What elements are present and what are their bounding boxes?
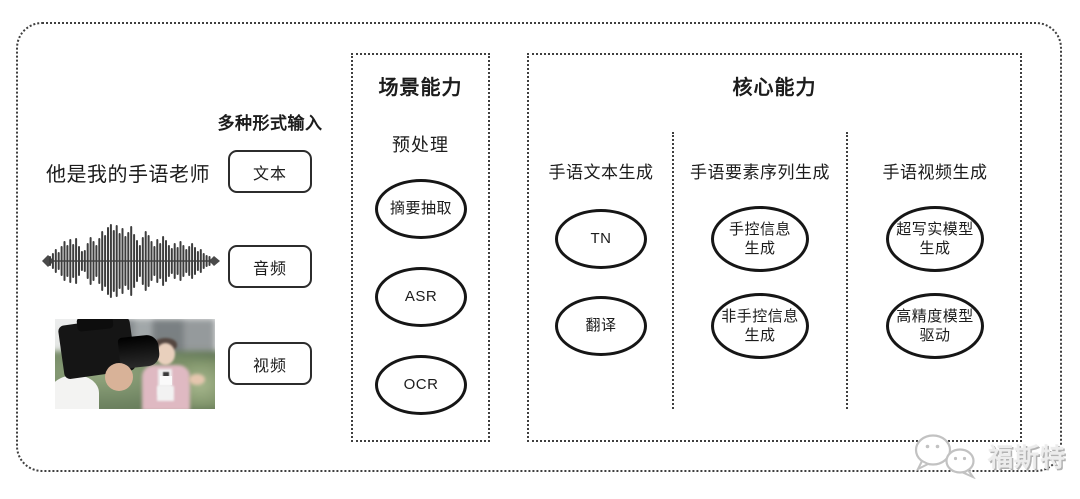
node-label: OCR (403, 376, 439, 394)
node-hyperrealistic-model-generation: 超写实模型 生成 (886, 206, 984, 272)
node-label: 高精度模型 驱动 (896, 307, 974, 345)
node-high-precision-model-driving: 高精度模型 驱动 (886, 293, 984, 359)
video-thumbnail (55, 319, 215, 409)
node-label: TN (590, 230, 612, 248)
node-label: 摘要抽取 (389, 200, 452, 218)
example-sentence: 他是我的手语老师 (46, 164, 210, 186)
node-asr: ASR (375, 267, 467, 327)
input-type-text-box: 文本 (228, 150, 312, 193)
reporter-mic (160, 376, 172, 385)
chat-bubbles-logo-icon (914, 434, 976, 479)
audio-waveform-icon (42, 224, 220, 298)
reporter-papers (157, 386, 174, 401)
core-capability-title: 核心能力 (732, 77, 817, 99)
node-label: 非手控信息 生成 (721, 307, 799, 345)
scene-capability-box: 场景能力 预处理 摘要抽取 ASR OCR (351, 53, 490, 442)
input-type-audio-box: 音频 (228, 245, 312, 288)
cameraman-hand (105, 363, 133, 391)
column-header-video-generation: 手语视频生成 (882, 163, 988, 182)
reporter-hand (189, 374, 205, 385)
watermark-text: 福斯特 (988, 444, 1067, 472)
outer-dotted-frame (16, 22, 1062, 472)
scene-capability-title: 场景能力 (378, 77, 463, 99)
column-separator (672, 132, 674, 409)
node-label: 翻译 (585, 317, 617, 335)
node-label: 超写实模型 生成 (896, 220, 974, 258)
column-header-text-generation: 手语文本生成 (548, 163, 654, 182)
node-manual-info-generation: 手控信息 生成 (711, 206, 809, 272)
node-ocr: OCR (375, 355, 467, 415)
node-tn: TN (555, 209, 647, 269)
input-type-video-box: 视频 (228, 342, 312, 385)
preprocessing-label: 预处理 (392, 135, 449, 155)
core-capability-box: 核心能力 手语文本生成 手语要素序列生成 手语视频生成 TN 翻译 手控信息 生… (527, 53, 1022, 442)
column-separator (846, 132, 848, 409)
input-section-label: 多种形式输入 (217, 114, 323, 133)
watermark: 福斯特 (902, 428, 1072, 480)
input-type-video-label: 视频 (252, 357, 287, 375)
node-translation: 翻译 (555, 296, 647, 356)
reporter-mic-clip (163, 372, 169, 377)
column-header-element-sequence-generation: 手语要素序列生成 (690, 163, 830, 182)
node-summary-extraction: 摘要抽取 (375, 179, 467, 239)
cameraman-shoulder (55, 375, 99, 409)
node-non-manual-info-generation: 非手控信息 生成 (711, 293, 809, 359)
node-label: ASR (404, 288, 438, 306)
node-label: 手控信息 生成 (728, 220, 791, 258)
input-type-text-label: 文本 (252, 165, 287, 183)
reporter-face (156, 343, 175, 365)
input-type-audio-label: 音频 (252, 260, 287, 278)
